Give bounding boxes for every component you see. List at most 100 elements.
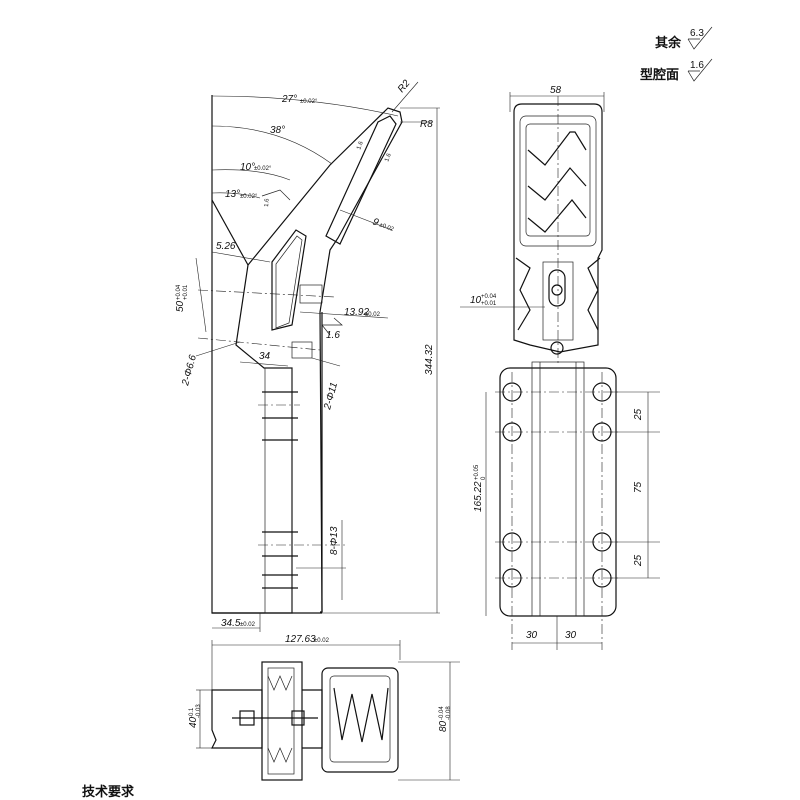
side-view: 27° ±0.02° 38° 10° ±0.02° 13° ±0.02° R2 … xyxy=(175,78,440,690)
roughness-value: 1.6 xyxy=(384,152,393,163)
dim-34: 34 xyxy=(259,351,271,362)
front-rib xyxy=(531,361,585,617)
dim-80: 80 xyxy=(438,720,449,732)
front-pin-hole xyxy=(551,284,563,296)
finish-other-value: 6.3 xyxy=(690,28,704,39)
top-knurl xyxy=(267,675,293,763)
front-base-plate xyxy=(499,367,617,617)
side-hole-boss-lower xyxy=(291,341,313,359)
dim-58: 58 xyxy=(550,85,562,96)
roughness-value: 1.6 xyxy=(356,140,365,151)
dim-angle-13: 13° xyxy=(225,189,240,200)
top-pin-nut xyxy=(291,710,305,726)
dim-5-26: 5.26 xyxy=(216,241,236,252)
dim-tolerance: ±0.02 xyxy=(365,312,381,318)
roughness-symbol-icon xyxy=(687,58,713,82)
top-neck xyxy=(302,689,323,749)
side-body-outline xyxy=(211,107,403,614)
dim-9: 9 xyxy=(371,216,380,228)
side-column xyxy=(264,367,293,614)
roughness-value: 1.6 xyxy=(326,330,340,341)
dim-tolerance: ±0.02° xyxy=(240,194,258,200)
dimension-line xyxy=(195,257,207,333)
leader-line xyxy=(391,81,419,113)
dim-tolerance: -0.1 xyxy=(189,707,195,718)
dim-25-bottom: 25 xyxy=(633,554,644,567)
dimension-line xyxy=(299,311,389,319)
dim-10: 10 xyxy=(470,295,482,306)
dim-344-32: 344.32 xyxy=(424,344,435,375)
side-slot xyxy=(271,229,307,331)
leader-line xyxy=(311,357,341,367)
center-line xyxy=(197,337,321,351)
side-hole-marks xyxy=(262,391,298,589)
angle-arc-10 xyxy=(211,169,291,181)
dim-30-right: 30 xyxy=(565,630,577,641)
dim-13-92: 13.92 xyxy=(344,307,369,318)
side-hole-boss-upper xyxy=(299,284,323,304)
dim-165-22: 165.22 xyxy=(473,481,484,512)
finish-cavity-value: 1.6 xyxy=(690,60,704,71)
dim-hole-11: 2-Φ11 xyxy=(322,381,340,412)
dim-tolerance: +0.04 xyxy=(176,284,182,300)
roughness-symbol-icon xyxy=(321,317,343,336)
top-plate xyxy=(261,661,303,781)
dim-127-63: 127.63 xyxy=(285,634,316,645)
dim-25-top: 25 xyxy=(633,408,644,421)
dim-hole-13: 8-Φ13 xyxy=(329,526,340,555)
dim-tolerance: +0.01 xyxy=(183,284,189,300)
front-holes xyxy=(502,382,612,588)
front-hole-centerlines xyxy=(495,372,620,650)
angle-arc-27 xyxy=(211,95,399,117)
dim-angle-27: 27° xyxy=(281,94,297,105)
dim-30-left: 30 xyxy=(526,630,538,641)
dim-tolerance: ±0.02 xyxy=(240,622,256,628)
top-spring xyxy=(333,687,389,743)
dim-tolerance: +0.04 xyxy=(481,294,497,300)
front-clips xyxy=(515,257,601,331)
dim-tolerance: ±0.02° xyxy=(254,166,272,172)
finish-cavity-label: 型腔面 xyxy=(640,67,679,83)
roughness-value: 1.6 xyxy=(264,198,271,207)
top-view: 40 -0.1 -0.03 80 -0.04 -0.08 xyxy=(188,661,460,781)
finish-other-label: 其余 xyxy=(655,35,682,51)
side-arm xyxy=(325,115,397,245)
dim-75: 75 xyxy=(633,481,644,493)
roughness-symbol-icon xyxy=(687,26,713,50)
roughness-symbol-icon xyxy=(261,189,291,201)
dim-angle-38: 38° xyxy=(270,125,285,136)
surface-finish-legend: 其余 6.3 型腔面 1.6 xyxy=(640,26,713,83)
dim-radius-r8: R8 xyxy=(420,119,433,130)
dim-angle-10: 10° xyxy=(240,162,255,173)
side-bevel-line xyxy=(211,199,249,266)
dim-40: 40 xyxy=(188,716,199,728)
leader-line xyxy=(195,341,241,357)
top-plate-inner xyxy=(267,667,295,775)
technical-requirements-heading: 技术要求 xyxy=(82,784,135,800)
front-bushing xyxy=(542,261,574,341)
dimension-line xyxy=(239,361,289,367)
dim-tolerance: +0.01 xyxy=(481,301,497,307)
dim-tolerance: -0.04 xyxy=(439,706,445,720)
top-head-inner xyxy=(329,675,391,763)
dim-tolerance: ±0.02° xyxy=(300,99,318,105)
front-view: 58 10 +0.04 +0.01 165.22 +0.05 0 xyxy=(460,85,660,650)
angle-arc-13 xyxy=(211,192,261,199)
center-line xyxy=(197,289,336,298)
dim-tolerance: ±0.02 xyxy=(378,222,395,233)
dim-tolerance: -0.03 xyxy=(196,704,202,718)
dim-tolerance: -0.08 xyxy=(446,706,452,720)
dim-tolerance: 0 xyxy=(481,476,487,480)
dimension-line xyxy=(339,209,393,231)
dimension-line xyxy=(211,251,271,263)
dim-50: 50 xyxy=(175,300,186,312)
dim-radius-r2: R2 xyxy=(396,78,413,95)
dim-tolerance: ±0.02 xyxy=(314,638,330,644)
top-pin-head xyxy=(239,710,255,726)
dim-34-5: 34.5 xyxy=(221,618,241,629)
dim-hole-6-6: 2-Φ6.6 xyxy=(180,353,199,387)
front-pivot xyxy=(550,341,564,355)
side-slot-inner xyxy=(275,235,303,329)
front-head-outline xyxy=(513,103,603,353)
